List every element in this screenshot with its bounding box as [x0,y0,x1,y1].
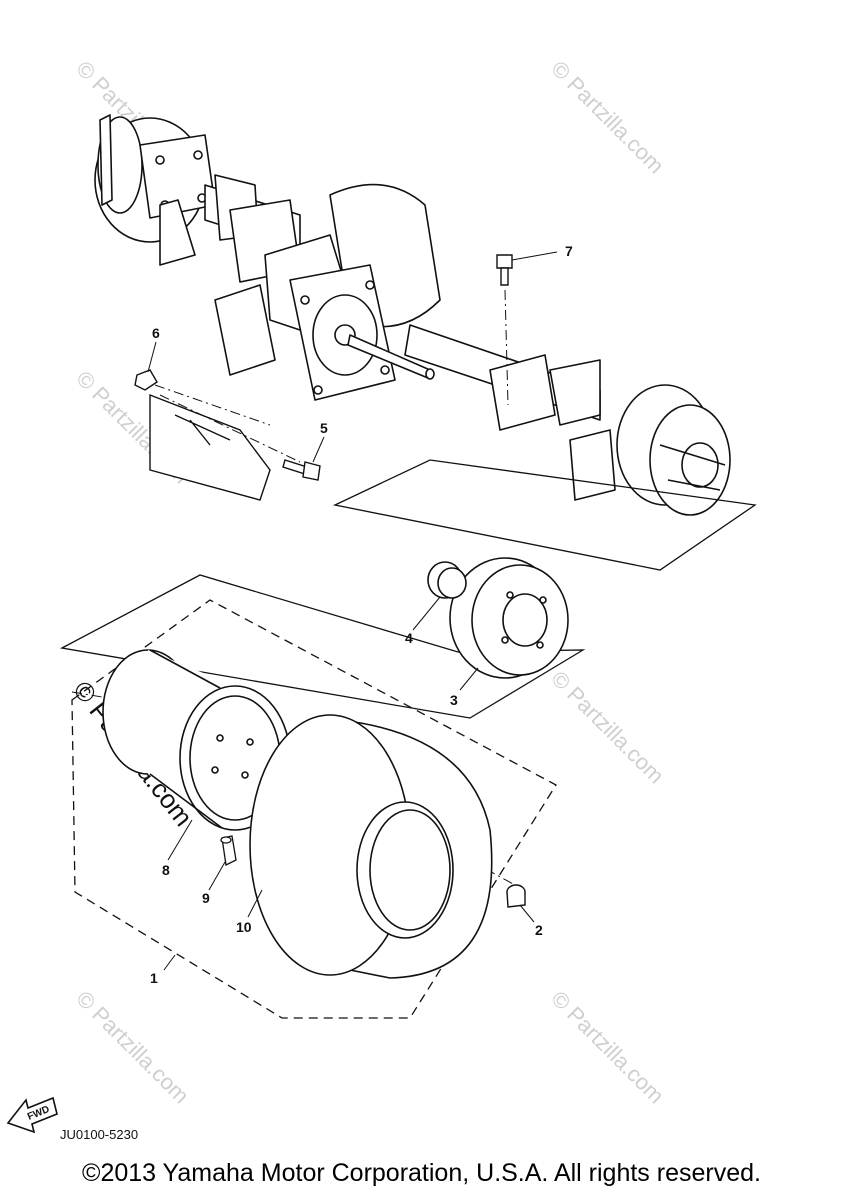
brake-drum-3 [449,557,569,679]
watermark-faint: © Partzilla.com [546,56,669,179]
callout-9: 9 [202,890,210,906]
hub-cap-4 [427,561,467,599]
watermark-faint: © Partzilla.com [71,986,194,1109]
bolt-5 [282,459,321,481]
wheel-assembly-frame [71,599,557,1019]
callout-3: 3 [450,692,458,708]
tire-valve-9 [220,835,237,866]
callout-5: 5 [320,420,328,436]
watermark-faint: © Partzilla.com [546,986,669,1109]
leader-lines [147,251,558,971]
watermark-faint: © Partzilla.com [546,666,669,789]
copyright-notice: ©2013 Yamaha Motor Corporation, U.S.A. A… [82,1159,761,1187]
callout-6: 6 [152,325,160,341]
fwd-arrow-icon: FWD [6,1096,58,1134]
rear-axle-assembly [94,114,731,516]
spring-mount-bracket [149,393,271,501]
callout-7: 7 [565,243,573,259]
tire-10 [249,714,493,979]
callout-4: 4 [405,630,413,646]
callout-labels: 1 2 3 4 5 6 7 8 9 10 [150,243,573,986]
bolt-7 [496,254,513,286]
callout-2: 2 [535,922,543,938]
callout-10: 10 [236,919,252,935]
diagram-code: JU0100-5230 [60,1127,139,1142]
nut-6 [134,369,158,391]
callout-1: 1 [150,970,158,986]
callout-8: 8 [162,862,170,878]
wheel-nut-2 [506,884,526,908]
